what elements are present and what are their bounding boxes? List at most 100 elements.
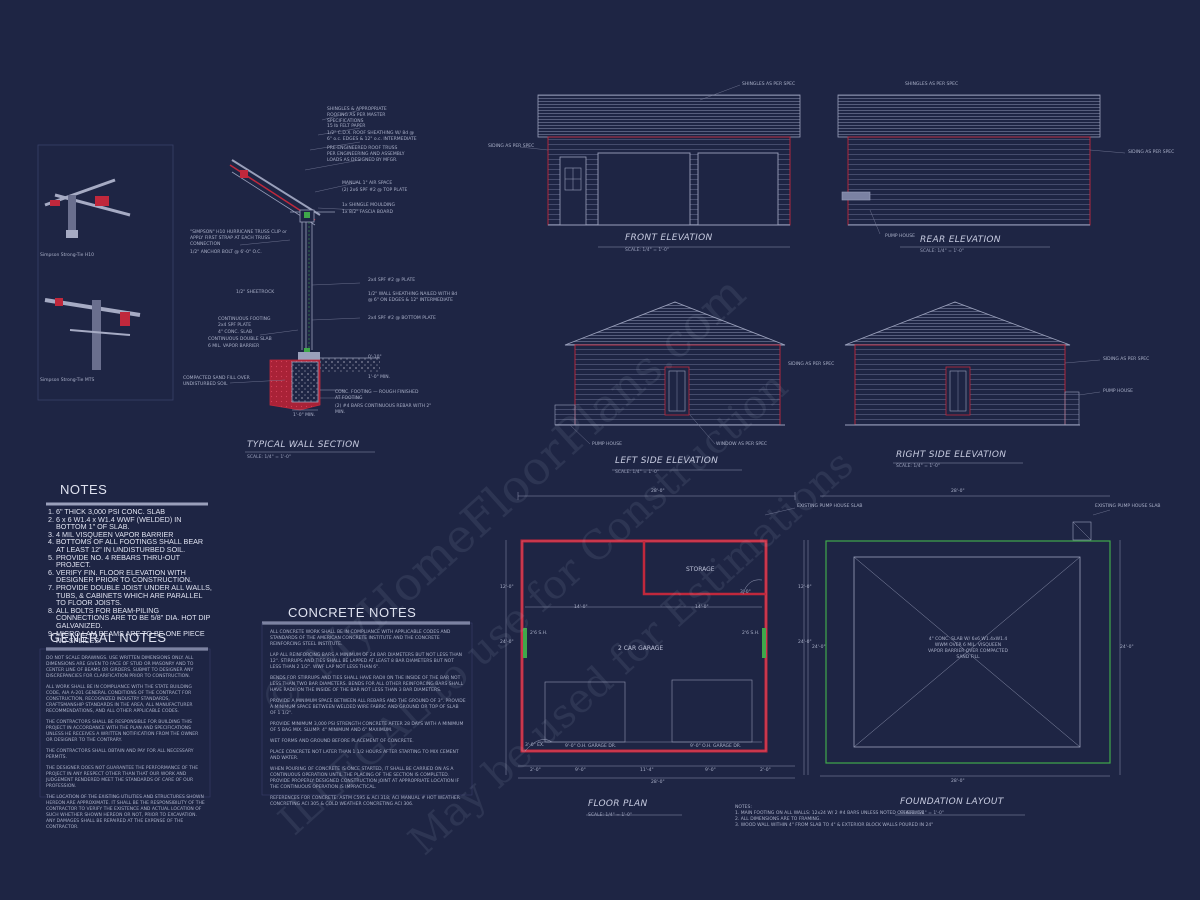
fp-dim-bottom-3: 11'-4": [640, 768, 654, 773]
callout-shingles: SHINGLES & APPROPRIATE ROOFING AS PER MA…: [327, 107, 387, 124]
dim-slab: 0'-10": [368, 355, 382, 360]
general-note-paragraph: THE CONTRACTORS SHALL OBTAIN AND PAY FOR…: [46, 749, 194, 760]
left-callout-siding: SIDING AS PER SPEC: [788, 362, 835, 367]
rear-callout-shingles: SHINGLES AS PER SPEC: [905, 82, 959, 87]
fp-dim-bottom-4: 9'-0": [705, 768, 716, 773]
notes-heading: NOTES: [60, 482, 108, 497]
concrete-note-paragraph: BENDS FOR STIRRUPS AND TIES SHALL HAVE R…: [270, 676, 464, 693]
fp-dim-bottom-2: 9'-0": [575, 768, 586, 773]
fp-label-entry-door: 3'-0" EX.: [525, 743, 545, 748]
fp-dim-bottom-1: 2'-0": [530, 768, 541, 773]
right-elevation-drawing: [844, 301, 1101, 464]
note-item: PROVIDE NO. 4 REBARS THRU-OUT PROJECT.: [56, 553, 212, 569]
fp-label-garage-door-2: 9'-0" O.H. GARAGE DR.: [690, 744, 742, 749]
callout-vapor-barrier: 6 MIL. VAPOR BARRIER: [208, 344, 260, 349]
callout-fascia: 1x 8/2" FASCIA BOARD: [342, 210, 393, 215]
truss-detail-box: [37, 144, 174, 401]
fp-label-window-right: 2'6 S.H.: [742, 631, 760, 636]
note-item: ALL BOLTS FOR BEAM-PILING CONNECTIONS AR…: [56, 606, 212, 630]
fp-dim-upper-right: 12'-0": [798, 585, 812, 590]
front-elevation-title: FRONT ELEVATION: [625, 233, 713, 243]
general-note-paragraph: THE DESIGNER DOES NOT GUARANTEE THE PERF…: [46, 766, 199, 789]
fp-label-garage-door-1: 9'-0" O.H. GARAGE DR.: [565, 744, 617, 749]
callout-top-plate: (2) 2x6 SPF #2 @ TOP PLATE: [342, 188, 408, 193]
fp-dim-bottom-5: 2'-0": [760, 768, 771, 773]
detail-label-h10: Simpson Strong-Tie H10: [40, 253, 94, 258]
dim-footing-width: 1'-0" MIN.: [293, 413, 316, 418]
callout-bottom-plate: 2x4 SPF #2 @ BOTTOM PLATE: [368, 316, 436, 321]
note-item: PROVIDE DOUBLE JOIST UNDER ALL WALLS, TU…: [56, 584, 212, 607]
note-item: 4 MIL VISQUEEN VAPOR BARRIER: [56, 531, 212, 539]
rear-callout-pump: PUMP HOUSE: [885, 234, 915, 239]
callout-truss: PRE-ENGINEERED ROOF TRUSS PER ENGINEERIN…: [327, 146, 405, 163]
strap-tie-detail: [44, 298, 141, 370]
note-item: MICRO LAM BEAMS ARE TO BE ONE PIECE NO S…: [56, 629, 212, 645]
callout-sand-fill: COMPACTED SAND FILL OVER UNDISTURBED SOI…: [183, 376, 250, 387]
callout-rebar: (2) #4 BARS CONTINUOUS REBAR WITH 2" MIN…: [335, 404, 432, 415]
left-elevation-scale: SCALE: 1/4" = 1'-0": [615, 470, 659, 475]
note-item: 6" THICK 3,000 PSI CONC. SLAB: [56, 508, 212, 516]
fl-note-2: 2. ALL DIMENSIONS ARE TO FRAMING.: [735, 817, 821, 822]
rear-elevation-drawing: [837, 94, 1126, 248]
wall-section-drawing: [229, 109, 380, 453]
fp-dim-depth-left: 24'-0": [500, 640, 514, 645]
front-elevation-drawing: [519, 84, 801, 248]
fl-note-3: 3. WOOD WALL WITHIN 4" FROM SLAB TO 4" &…: [735, 823, 934, 828]
callout-double-slab: CONTINUOUS DOUBLE SLAB: [208, 337, 272, 342]
fp-dim-right-half: 14'-0": [695, 605, 709, 610]
callout-air-space: MANUAL 1" AIR SPACE: [342, 181, 393, 186]
right-callout-siding: SIDING AS PER SPEC: [1103, 357, 1150, 362]
rear-elevation-scale: SCALE: 1/4" = 1'-0": [920, 249, 964, 254]
callout-conc-slab: 4" CONC. SLAB: [218, 330, 253, 335]
notes-list: 6" THICK 3,000 PSI CONC. SLAB 6 x 6 W1.4…: [44, 508, 212, 645]
fl-label-slab-spec: 4" CONC. SLAB W/ 6x6 W1.4xW1.4 WWM OVER …: [928, 637, 1008, 660]
fl-note-1: 1. MAIN FOOTING ON ALL WALLS: 12x24 W/ 2…: [735, 811, 925, 816]
callout-moulding: 1x SHINGLE MOULDING: [342, 203, 396, 208]
concrete-notes-body: ALL CONCRETE WORK SHALL BE IN COMPLIANCE…: [270, 630, 466, 813]
note-item: BOTTOMS OF ALL FOOTINGS SHALL BEAR AT LE…: [56, 538, 212, 553]
floor-plan-scale: SCALE: 1/4" = 1'-0": [588, 813, 632, 818]
general-notes-heading: GENERAL NOTES: [50, 630, 167, 645]
fp-label-storage-door: 3'-0": [740, 590, 751, 595]
callout-roof-sheathing: 1/2" C.D.X. ROOF SHEATHING W/ 8d @ 6" o.…: [327, 131, 417, 142]
truss-clip-detail: [44, 178, 131, 238]
concrete-note-paragraph: ALL CONCRETE WORK SHALL BE IN COMPLIANCE…: [270, 630, 451, 647]
fp-dim-upper-left: 12'-0": [500, 585, 514, 590]
general-note-paragraph: THE LOCATION OF THE EXISTING UTILITIES A…: [46, 795, 205, 830]
fl-dim-left: 24'-0": [812, 645, 826, 650]
left-elevation-title: LEFT SIDE ELEVATION: [615, 456, 719, 466]
dim-footing-depth: 1'-0" MIN.: [368, 375, 391, 380]
concrete-note-paragraph: PLACE CONCRETE NOT LATER THAN 1 1/2 HOUR…: [270, 750, 459, 761]
right-elevation-title: RIGHT SIDE ELEVATION: [896, 450, 1007, 460]
concrete-note-paragraph: REFERENCES FOR CONCRETE: ASTM C595 & ACI…: [270, 796, 460, 807]
left-elevation-drawing: [554, 301, 786, 471]
front-elevation-scale: SCALE: 1/4" = 1'-0": [625, 248, 669, 253]
fl-notes-label: NOTES:: [735, 805, 752, 810]
callout-felt: 15 lb FELT PAPER: [327, 124, 366, 129]
fl-dim-bottom: 28'-0": [951, 779, 965, 784]
left-callout-pump: PUMP HOUSE: [592, 442, 622, 447]
note-item: VERIFY FIN. FLOOR ELEVATION WITH DESIGNE…: [56, 568, 212, 584]
concrete-note-paragraph: LAP ALL REINFORCING BARS A MINIMUM OF 24…: [270, 653, 463, 670]
wall-section-scale: SCALE: 1/4" = 1'-0": [247, 455, 291, 460]
concrete-notes-heading: CONCRETE NOTES: [288, 605, 417, 620]
front-callout-siding: SIDING AS PER SPEC: [488, 144, 535, 149]
floor-plan-drawing: [505, 492, 805, 816]
fp-room-storage: STORAGE: [686, 566, 715, 573]
wall-section-title: TYPICAL WALL SECTION: [247, 440, 360, 450]
callout-wall-sheathing: 1/2" WALL SHEATHING NAILED WITH 8d @ 6" …: [368, 292, 458, 303]
callout-hurricane-clip: "SIMPSON" H10 HURRICANE TRUSS CLIP or AP…: [190, 230, 287, 247]
callout-footing: CONC. FOOTING — ROUGH FINISHED AT FOOTIN…: [335, 390, 419, 401]
foundation-title: FOUNDATION LAYOUT: [900, 797, 1004, 807]
fl-dim-right: 24'-0": [1120, 645, 1134, 650]
fp-room-garage: 2 CAR GARAGE: [618, 645, 664, 652]
general-note-paragraph: THE CONTRACTORS SHALL BE RESPONSIBLE FOR…: [46, 720, 199, 743]
fp-dim-overall-top: 28'-0": [651, 489, 665, 494]
fl-label-pump-slab: EXISTING PUMP HOUSE SLAB: [1095, 504, 1161, 509]
fp-dim-left-half: 14'-0": [574, 605, 588, 610]
callout-sheetrock: 1/2" SHEETROCK: [236, 290, 275, 295]
general-note-paragraph: DO NOT SCALE DRAWINGS. USE WRITTEN DIMEN…: [46, 656, 194, 679]
general-notes-body: DO NOT SCALE DRAWINGS. USE WRITTEN DIMEN…: [46, 656, 206, 836]
